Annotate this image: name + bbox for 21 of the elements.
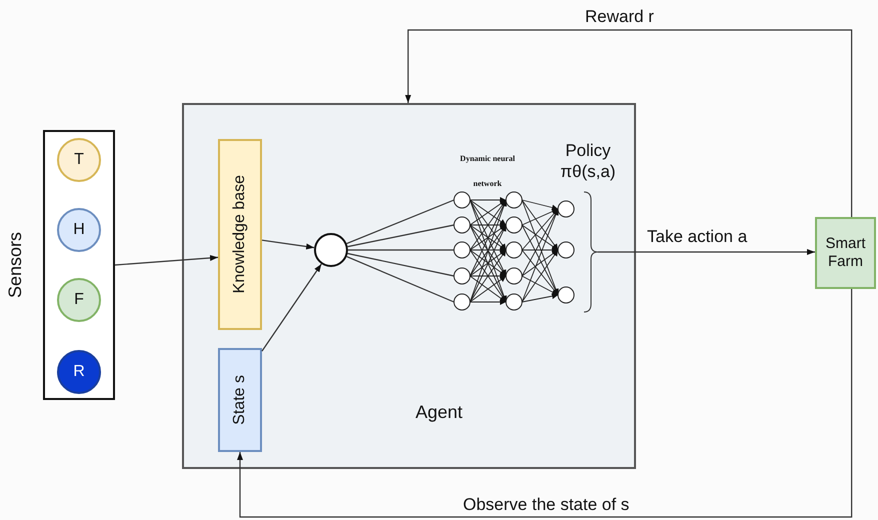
smart-farm-box: Smart Farm (815, 217, 876, 289)
agent-label: Agent (415, 402, 463, 423)
connector-line (346, 199, 455, 303)
neural-network-drawing (452, 190, 600, 314)
sensor-circle: R (57, 350, 101, 394)
panel-heading: Sensors (5, 232, 26, 298)
arrow (262, 240, 314, 250)
network-label: Dynamic neural network (459, 153, 516, 190)
input-neuron-circle (314, 233, 348, 267)
arrow (598, 249, 815, 255)
arrow (237, 289, 852, 518)
arrow (114, 255, 218, 266)
agent-box (182, 103, 636, 469)
arrow (262, 264, 322, 352)
sensor-circle: F (57, 278, 101, 322)
arrow (405, 29, 852, 217)
sensor-circle: H (57, 208, 101, 252)
state-box: State s (218, 348, 262, 452)
sensor-circle: T (57, 138, 101, 182)
policy-label: Policy πθ(s,a) (559, 140, 617, 182)
knowledge-base-box: Knowledge base (218, 139, 262, 330)
